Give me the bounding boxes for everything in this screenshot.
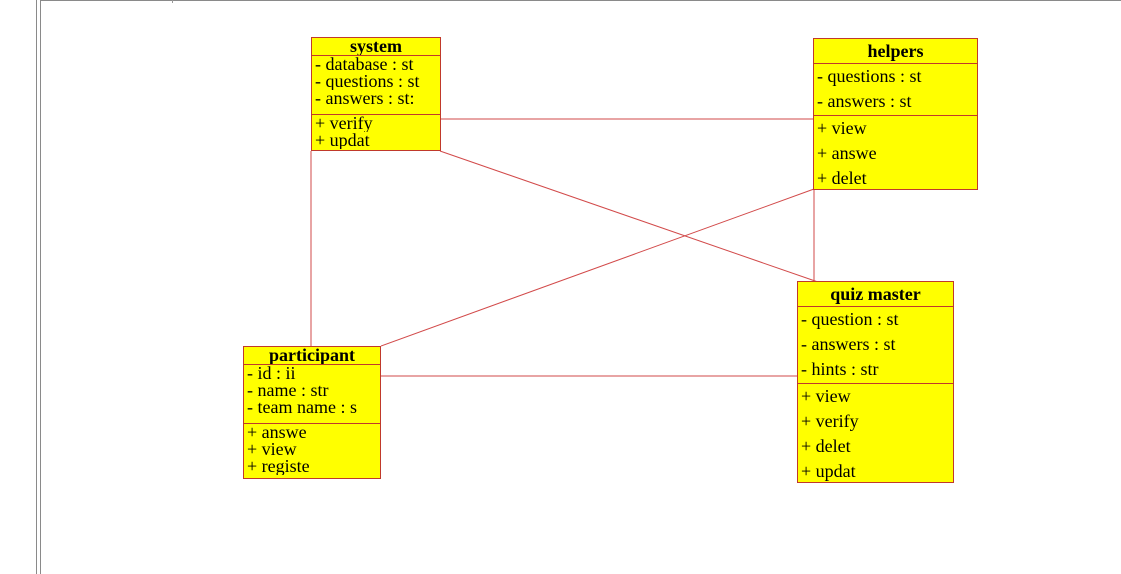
attribute[interactable]: - hints : str bbox=[801, 359, 879, 379]
association-system-quiz-master[interactable] bbox=[439, 150, 819, 283]
class-name: system bbox=[312, 38, 440, 56]
operation[interactable]: + delet bbox=[817, 168, 867, 188]
attribute[interactable]: - questions : st bbox=[817, 66, 922, 86]
class-quiz-master[interactable]: quiz master - question : st - answers : … bbox=[797, 281, 954, 483]
class-name: helpers bbox=[814, 39, 977, 64]
operation[interactable]: + registe bbox=[247, 458, 310, 475]
operations-section: + view + answe + delet bbox=[814, 116, 977, 189]
attribute[interactable]: - answers : st: bbox=[315, 90, 415, 107]
attributes-section: - question : st - answers : st - hints :… bbox=[798, 307, 953, 384]
attribute[interactable]: - name : str bbox=[247, 382, 329, 399]
attribute[interactable]: - id : ii bbox=[247, 365, 296, 382]
attribute[interactable]: - team name : s bbox=[247, 399, 357, 416]
canvas-border-top bbox=[41, 0, 1121, 1]
attribute[interactable]: - questions : st bbox=[315, 73, 420, 90]
operation[interactable]: + updat bbox=[801, 461, 856, 481]
operations-section: + verify + updat bbox=[312, 115, 440, 149]
operation[interactable]: + answe bbox=[247, 424, 307, 441]
canvas-border-left-outer bbox=[36, 0, 37, 574]
attributes-section: - database : st - questions : st - answe… bbox=[312, 56, 440, 115]
operation[interactable]: + updat bbox=[315, 132, 370, 149]
class-participant[interactable]: participant - id : ii - name : str - tea… bbox=[243, 346, 381, 479]
operation[interactable]: + delet bbox=[801, 436, 851, 456]
operation[interactable]: + view bbox=[801, 386, 851, 406]
operation[interactable]: + answe bbox=[817, 143, 877, 163]
operation[interactable]: + view bbox=[817, 118, 867, 138]
attribute[interactable]: - answers : st bbox=[817, 91, 912, 111]
attribute[interactable]: - database : st bbox=[315, 56, 414, 73]
class-name: quiz master bbox=[798, 282, 953, 307]
operations-section: + view + verify + delet + updat bbox=[798, 384, 953, 482]
class-name: participant bbox=[244, 347, 380, 365]
attributes-section: - questions : st - answers : st bbox=[814, 64, 977, 116]
canvas-border-left-inner bbox=[40, 0, 41, 574]
attributes-section: - id : ii - name : str - team name : s bbox=[244, 365, 380, 424]
attribute[interactable]: - question : st bbox=[801, 309, 899, 329]
attribute[interactable]: - answers : st bbox=[801, 334, 896, 354]
operation[interactable]: + verify bbox=[801, 411, 859, 431]
association-helpers-participant[interactable] bbox=[380, 188, 815, 347]
operation[interactable]: + view bbox=[247, 441, 297, 458]
class-system[interactable]: system - database : st - questions : st … bbox=[311, 37, 441, 151]
ruler-tick bbox=[172, 0, 173, 3]
operation[interactable]: + verify bbox=[315, 115, 373, 132]
operations-section: + answe + view + registe bbox=[244, 424, 380, 475]
class-helpers[interactable]: helpers - questions : st - answers : st … bbox=[813, 38, 978, 190]
